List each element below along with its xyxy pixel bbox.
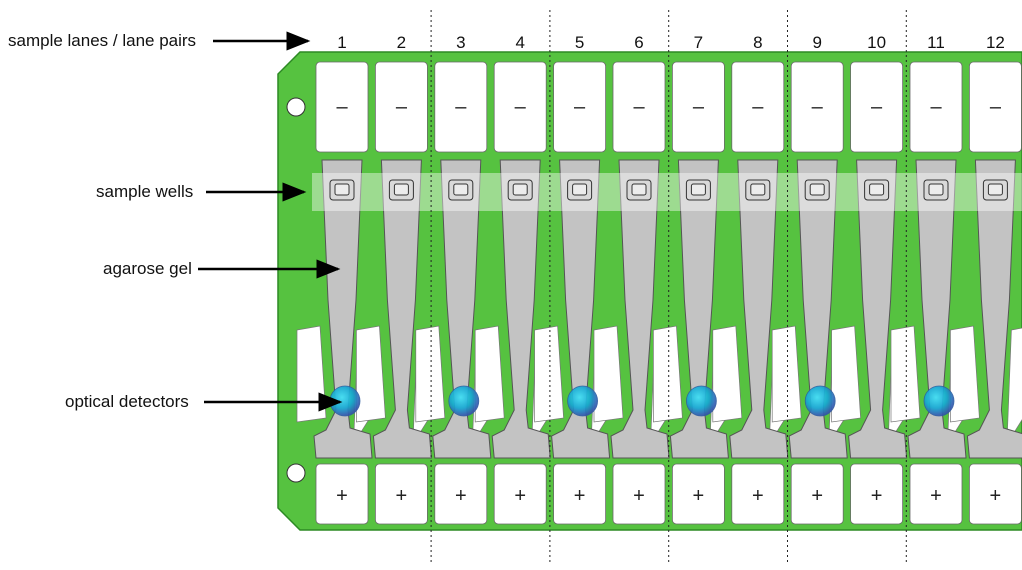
positive-pad [731, 463, 785, 525]
positive-pad [612, 463, 666, 525]
optical-detector [804, 385, 836, 417]
positive-sign: + [455, 485, 467, 507]
positive-pad [315, 463, 369, 525]
optical-detector [686, 385, 717, 417]
negative-pad [969, 61, 1022, 153]
sample-well-band [312, 173, 1022, 211]
negative-pad [731, 61, 785, 153]
label-agarose-gel: agarose gel [103, 259, 192, 278]
optical-detector [567, 385, 598, 417]
negative-sign: – [574, 96, 586, 118]
lane-number-8: 8 [753, 33, 762, 52]
positive-pad [553, 463, 606, 525]
label-sample-wells: sample wells [96, 182, 194, 201]
sample-well-inner [512, 183, 528, 196]
positive-sign: + [752, 485, 764, 507]
positive-sign: + [336, 485, 348, 507]
lane-number-6: 6 [634, 33, 643, 52]
agarose-gel-lane [491, 159, 551, 459]
optical-detector [448, 385, 480, 417]
negative-pad [909, 61, 963, 153]
gel-channel-cutout [415, 325, 446, 423]
negative-sign: – [396, 96, 408, 118]
sample-well-inner [572, 183, 588, 196]
agarose-gel-lane [372, 159, 432, 459]
negative-sign: – [930, 96, 942, 118]
sample-well-inner [928, 183, 944, 196]
negative-sign: – [990, 96, 1002, 118]
negative-pad [315, 61, 369, 153]
gel-channel-cutout [1007, 327, 1022, 441]
lane-number-1: 1 [337, 33, 346, 52]
sample-well-inner [869, 183, 885, 196]
optical-detector [923, 385, 955, 417]
sample-well-inner [809, 183, 825, 196]
agarose-gel-lane [848, 159, 908, 459]
label-sample-lanes: sample lanes / lane pairs [8, 31, 197, 50]
sample-well-inner [690, 183, 706, 196]
lane-number-2: 2 [397, 33, 406, 52]
negative-sign: – [455, 96, 467, 118]
negative-sign: – [633, 96, 645, 118]
lane-number-5: 5 [575, 33, 584, 52]
negative-pad [493, 61, 547, 153]
negative-pad [612, 61, 666, 153]
mounting-hole [286, 97, 306, 117]
sample-well-inner [987, 183, 1003, 196]
gel-channel-cutout [534, 325, 564, 423]
negative-pad [672, 61, 725, 153]
positive-sign: + [633, 485, 645, 507]
negative-sign: – [336, 96, 348, 118]
lane-number-7: 7 [694, 33, 703, 52]
negative-sign: – [812, 96, 824, 118]
positive-pad [969, 463, 1022, 525]
sample-well-inner [393, 183, 409, 196]
positive-sign: + [514, 485, 526, 507]
positive-sign: + [871, 485, 883, 507]
positive-pad [434, 463, 488, 525]
positive-sign: + [930, 485, 942, 507]
positive-pad [790, 463, 844, 525]
lane-number-12: 12 [986, 33, 1005, 52]
positive-sign: + [990, 485, 1002, 507]
positive-sign: + [574, 485, 586, 507]
gel-channel-cutout [653, 325, 683, 423]
agarose-gel-lane [729, 159, 789, 459]
negative-pad [790, 61, 844, 153]
negative-pad [374, 61, 428, 153]
positive-pad [493, 463, 547, 525]
sample-well-inner [453, 183, 469, 196]
label-optical-detectors: optical detectors [65, 392, 189, 411]
sample-well-inner [750, 183, 766, 196]
mounting-hole [286, 463, 306, 483]
positive-pad [850, 463, 903, 525]
agarose-gel-lane [966, 159, 1022, 459]
positive-sign: + [811, 485, 823, 507]
negative-pad [553, 61, 606, 153]
lane-number-10: 10 [867, 33, 886, 52]
positive-pad [672, 463, 725, 525]
negative-sign: – [515, 96, 527, 118]
sample-well-inner [334, 183, 350, 196]
positive-sign: + [693, 485, 705, 507]
negative-sign: – [752, 96, 764, 118]
lane-number-11: 11 [927, 33, 945, 52]
negative-pad [850, 61, 903, 153]
sample-well-inner [631, 183, 647, 196]
negative-sign: – [693, 96, 705, 118]
positive-pad [909, 463, 963, 525]
gel-channel-cutout [890, 325, 921, 423]
positive-sign: + [396, 485, 408, 507]
agarose-gel-lane [610, 159, 670, 459]
positive-pad [374, 463, 428, 525]
lane-number-4: 4 [515, 33, 524, 52]
gel-channel-cutout [771, 325, 802, 423]
lane-number-9: 9 [812, 33, 821, 52]
negative-sign: – [871, 96, 883, 118]
negative-pad [434, 61, 488, 153]
lane-number-3: 3 [456, 33, 465, 52]
